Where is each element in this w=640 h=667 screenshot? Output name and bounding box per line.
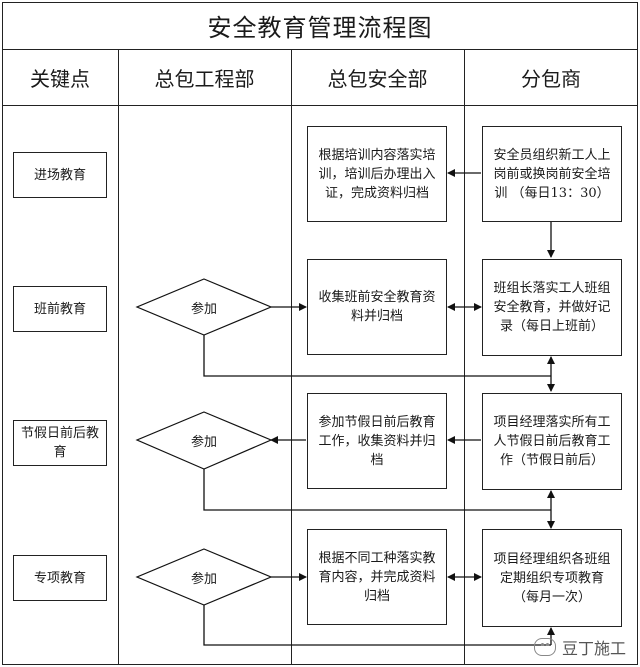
key-point-box: 节假日前后教育 [13,420,107,466]
key-point-box: 进场教育 [13,152,107,198]
header-engineering-dept: 总包工程部 [118,50,291,106]
header-safety-dept: 总包安全部 [291,50,464,106]
safety-dept-box: 收集班前安全教育资料并归档 [307,259,447,355]
safety-dept-box: 根据不同工种落实教育内容，并完成资料归档 [307,529,447,625]
subcontractor-box: 项目经理组织各班组定期组织专项教育 （每月一次） [482,529,622,627]
subcontractor-box: 班组长落实工人班组安全教育，并做好记录（每日上班前） [482,259,622,356]
decision-diamond [135,278,273,336]
return-line-2 [203,335,551,377]
column-divider [291,50,292,665]
decision-diamond [135,411,273,470]
diamond-label: 参加 [190,301,217,317]
header-subcontractor: 分包商 [464,50,638,106]
watermark-text: 豆丁施工 [561,639,626,658]
diamond-label: 参加 [190,571,217,587]
column-divider [118,50,119,665]
page-title: 安全教育管理流程图 [2,2,638,50]
header-key-points: 关键点 [2,50,118,106]
subcontractor-box: 项目经理落实所有工人节假日前后教育工作（节假日前后） [482,393,622,490]
watermark: 豆丁施工 [533,635,626,659]
decision-diamond [135,548,273,606]
column-divider [464,50,465,665]
wechat-icon [533,638,556,656]
key-point-box: 专项教育 [13,555,107,601]
return-line-3 [203,469,551,511]
safety-dept-box: 根据培训内容落实培训，培训后办理出入证，完成资料归档 [307,126,447,222]
subcontractor-box: 安全员组织新工人上岗前或换岗前安全培训 （每日13：30） [482,126,622,222]
return-line-4 [203,605,551,646]
key-point-box: 班前教育 [13,286,107,332]
diamond-label: 参加 [190,434,217,450]
safety-dept-box: 参加节假日前后教育工作，收集资料并归档 [307,393,447,489]
